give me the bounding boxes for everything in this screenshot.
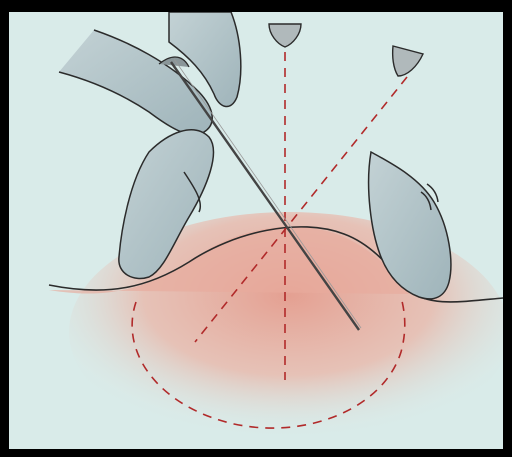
needle-hub-icon xyxy=(393,46,423,76)
illustration-canvas xyxy=(9,12,503,449)
needle-biopsy-diagram xyxy=(9,12,503,449)
needle-hub-icon xyxy=(269,24,301,47)
